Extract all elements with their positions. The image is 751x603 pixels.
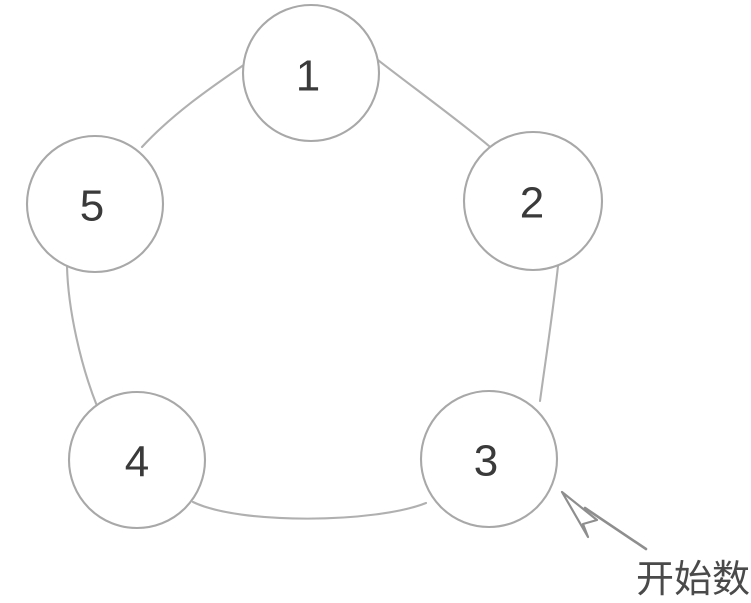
annotation-label: 开始数 — [636, 559, 750, 601]
node-4[interactable]: 4 — [67, 390, 207, 530]
node-3-label: 3 — [474, 437, 498, 486]
node-4-label: 4 — [125, 438, 149, 487]
node-5-label: 5 — [80, 182, 104, 231]
node-2[interactable]: 2 — [462, 130, 604, 272]
node-1-circle[interactable] — [241, 3, 381, 143]
node-5[interactable]: 5 — [25, 134, 165, 274]
annotation-arrow — [560, 490, 648, 551]
arrow-shaft-line — [583, 506, 648, 551]
node-3-circle[interactable] — [419, 389, 559, 529]
node-2-circle[interactable] — [462, 130, 604, 272]
arrow-head-icon — [560, 490, 599, 539]
node-group: 1 2 3 4 5 — [25, 3, 604, 530]
node-5-circle[interactable] — [25, 134, 165, 274]
node-1-label: 1 — [296, 52, 320, 101]
node-4-circle[interactable] — [67, 390, 207, 530]
node-1[interactable]: 1 — [241, 3, 381, 143]
edge-4-to-5 — [65, 264, 99, 408]
node-2-label: 2 — [520, 179, 544, 228]
edge-group — [65, 55, 560, 520]
edge-1-to-2 — [372, 55, 491, 148]
node-3[interactable]: 3 — [419, 389, 559, 529]
edge-5-to-1 — [140, 60, 250, 149]
edge-3-to-4 — [191, 500, 428, 520]
edge-2-to-3 — [538, 264, 560, 403]
